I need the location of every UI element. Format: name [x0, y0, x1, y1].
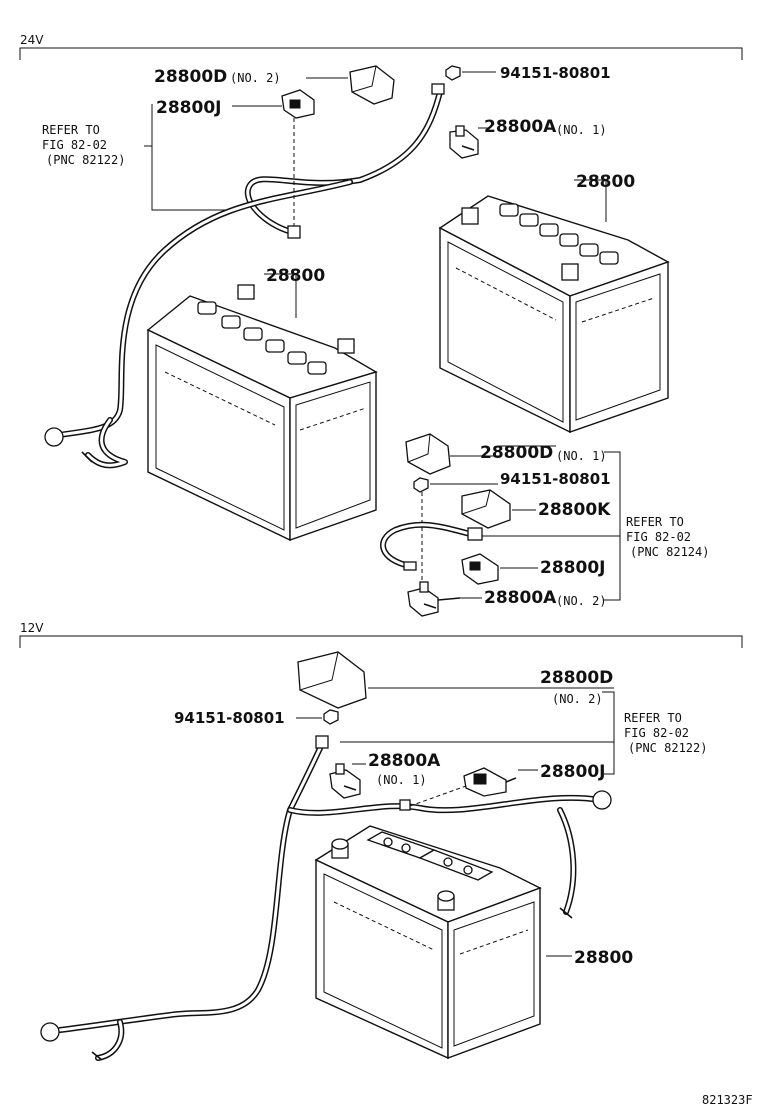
- clamp-a-12v-part: [329, 763, 361, 799]
- figure-id: 821323F: [702, 1093, 753, 1107]
- label-battery-right: 28800: [576, 172, 635, 192]
- refer-right-line1: REFER TO: [626, 515, 684, 529]
- leader-battery-right: [574, 179, 607, 222]
- label-cover-k: 28800K: [538, 500, 611, 520]
- clamp-a-right-part: [407, 581, 461, 617]
- label-nut-top: 94151-80801: [500, 64, 611, 82]
- cover-d-right-part: [405, 433, 451, 475]
- clamp-a-top-part: [449, 125, 479, 159]
- terminal-j-12v-part: [463, 767, 517, 797]
- note-cover-d-top: (NO. 2): [230, 71, 281, 85]
- label-nut-12v: 94151-80801: [174, 709, 285, 727]
- terminal-j-top-part: [281, 89, 315, 119]
- leader-battery-left: [264, 273, 297, 318]
- terminal-j-right-part: [461, 553, 499, 585]
- label-terminal-j-right: 28800J: [540, 558, 605, 578]
- refer-left-line2: FIG 82-02: [42, 138, 107, 152]
- refer-right-line3: (PNC 82124): [630, 545, 709, 559]
- nut-right-part: [413, 477, 429, 493]
- refer-12v-bracket: [602, 691, 615, 775]
- label-cover-d-12v: 28800D: [540, 668, 613, 688]
- label-terminal-j-12v: 28800J: [540, 762, 605, 782]
- label-terminal-j-top: 28800J: [156, 98, 221, 118]
- note-clamp-a-right: (NO. 2): [556, 594, 607, 608]
- refer-12v-line2: FIG 82-02: [624, 726, 689, 740]
- refer-right-bracket: [604, 451, 621, 601]
- leader-cover-d-right: [450, 445, 556, 457]
- battery-left-24v: [146, 284, 378, 542]
- refer-left-bracket: [151, 104, 226, 211]
- label-battery-12v: 28800: [574, 948, 633, 968]
- label-cover-d-top: 28800D: [154, 67, 227, 87]
- label-clamp-a-right: 28800A: [484, 588, 557, 608]
- section-frame-12v: [19, 635, 743, 648]
- section-frame-24v: [19, 47, 743, 60]
- refer-12v-line1: REFER TO: [624, 711, 682, 725]
- refer-right-line2: FIG 82-02: [626, 530, 691, 544]
- cable-short-24v: [380, 521, 483, 571]
- cover-k-part: [461, 489, 511, 529]
- label-battery-left: 28800: [266, 266, 325, 286]
- label-nut-right: 94151-80801: [500, 470, 611, 488]
- section-label-24v: 24V: [20, 33, 44, 47]
- nut-top-part: [445, 65, 461, 81]
- label-clamp-a-top: 28800A: [484, 117, 557, 137]
- battery-12v: [314, 825, 542, 1060]
- refer-left-line3: (PNC 82122): [46, 153, 125, 167]
- label-clamp-a-12v: 28800A: [368, 751, 441, 771]
- nut-12v-part: [323, 709, 339, 725]
- section-label-12v: 12V: [20, 621, 44, 635]
- cover-d-12v-part: [297, 651, 367, 709]
- cover-d-top-part: [349, 65, 395, 105]
- label-cover-d-right: 28800D: [480, 443, 553, 463]
- note-cover-d-12v: (NO. 2): [552, 692, 603, 706]
- cable-harness-24v: [44, 83, 445, 469]
- battery-right-24v: [438, 195, 670, 434]
- refer-12v-line3: (PNC 82122): [628, 741, 707, 755]
- note-cover-d-right: (NO. 1): [556, 449, 607, 463]
- note-clamp-a-12v: (NO. 1): [376, 773, 427, 787]
- cable-harness-12v: [40, 735, 612, 1061]
- refer-left-line1: REFER TO: [42, 123, 100, 137]
- note-clamp-a-top: (NO. 1): [556, 123, 607, 137]
